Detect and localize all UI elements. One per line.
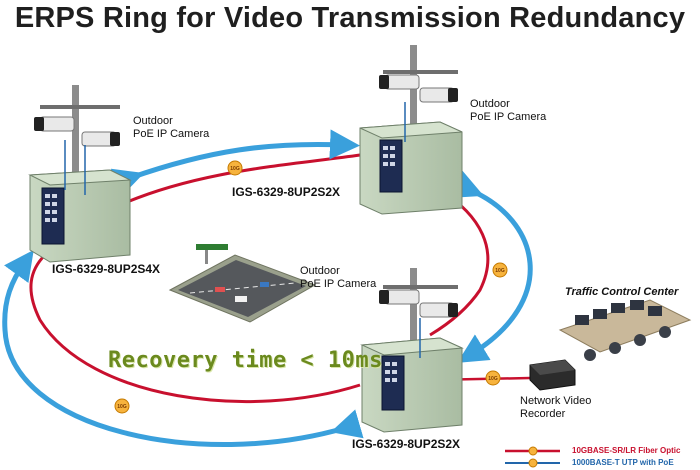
switch-label-bottom-right: IGS-6329-8UP2S2X xyxy=(352,437,461,451)
camera-label-line2: PoE IP Camera xyxy=(470,111,547,123)
svg-text:10G: 10G xyxy=(495,268,505,274)
site-top-right xyxy=(359,45,463,215)
camera-icon xyxy=(379,74,458,103)
camera-label-top-right: Outdoor PoE IP Camera xyxy=(470,98,546,124)
switch-icon xyxy=(41,187,65,245)
camera-label-line2: PoE IP Camera xyxy=(133,128,210,140)
recovery-time-text: Recovery time < 10ms xyxy=(108,348,383,373)
svg-text:10G: 10G xyxy=(117,404,127,410)
legend-utp-label: 1000BASE-T UTP with PoE xyxy=(572,458,674,467)
badge-nvr: 10G xyxy=(485,370,501,386)
svg-text:10G: 10G xyxy=(230,166,240,172)
switch-icon xyxy=(379,139,403,193)
traffic-control-center-illustration xyxy=(558,299,692,361)
nvr-label-line1: Network Video xyxy=(520,395,592,407)
badge-top: 10G xyxy=(227,160,243,176)
camera-label-line2: PoE IP Camera xyxy=(300,278,377,290)
traffic-control-center-label: Traffic Control Center xyxy=(565,286,679,298)
switch-icon xyxy=(381,355,405,411)
nvr-icon xyxy=(529,359,576,391)
highway-illustration xyxy=(168,244,317,323)
nvr-label-line2: Recorder xyxy=(520,408,566,420)
camera-label-left: Outdoor PoE IP Camera xyxy=(133,115,209,141)
badge-left: 10G xyxy=(114,398,130,414)
camera-label-line1: Outdoor xyxy=(133,115,173,127)
switch-label-left: IGS-6329-8UP2S4X xyxy=(52,262,161,276)
svg-text:10G: 10G xyxy=(488,376,498,382)
badge-right: 10G xyxy=(492,262,508,278)
camera-label-line1: Outdoor xyxy=(470,98,510,110)
camera-icon xyxy=(34,116,120,147)
nvr-label: Network Video Recorder xyxy=(520,395,591,421)
site-left xyxy=(28,85,132,263)
camera-label-bottom-right: Outdoor PoE IP Camera xyxy=(300,265,376,291)
diagram-title: ERPS Ring for Video Transmission Redunda… xyxy=(14,2,686,34)
fiber-badges: 10G 10G 10G 10G xyxy=(114,160,508,414)
switch-label-top-right: IGS-6329-8UP2S2X xyxy=(232,185,341,199)
legend-lines xyxy=(505,446,560,468)
camera-label-line1: Outdoor xyxy=(300,265,340,277)
camera-icon xyxy=(379,289,458,318)
redundancy-arrows xyxy=(2,129,533,448)
site-bottom-right xyxy=(360,268,464,433)
legend-fiber-label: 10GBASE-SR/LR Fiber Optic xyxy=(572,446,681,455)
